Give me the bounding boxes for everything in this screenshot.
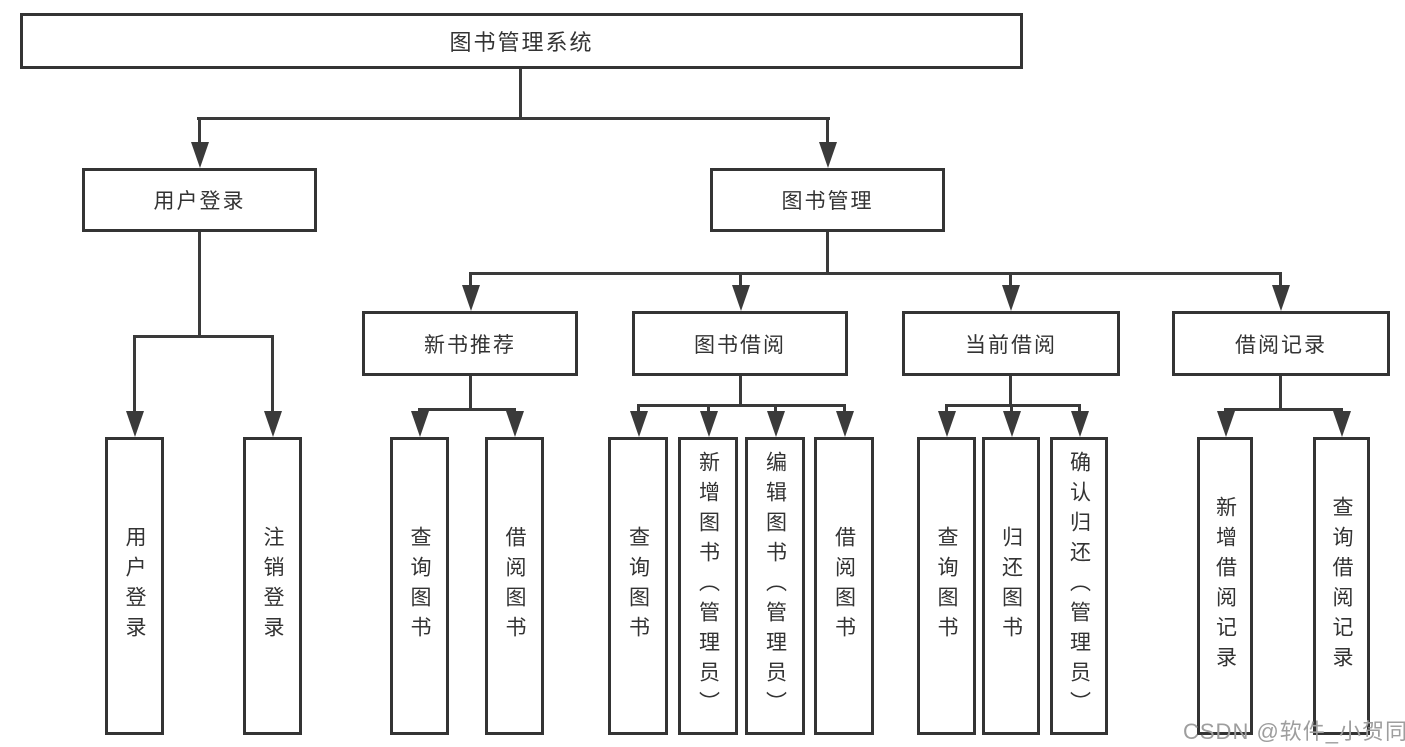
connector-recommend-stem xyxy=(469,376,472,408)
connector-arrow-add-book xyxy=(707,404,710,411)
connector-arrow-leaf-user-login xyxy=(133,335,136,411)
node-label: 确认归还（管理员） xyxy=(1067,451,1091,721)
leaf-add-borrow-record: 新增借阅记录 xyxy=(1197,437,1253,735)
connector-records-stem xyxy=(1279,376,1282,408)
connector-root-stem xyxy=(519,69,522,118)
connector-user-login-rail xyxy=(133,335,274,338)
connector-arrow-current-borrow xyxy=(1009,272,1012,285)
node-label: 借阅记录 xyxy=(1235,333,1327,357)
node-label: 图书管理系统 xyxy=(449,30,594,55)
connector-arrow-book-management xyxy=(826,117,829,142)
connector-arrow-current-query xyxy=(945,404,948,411)
leaf-edit-book-admin: 编辑图书（管理员） xyxy=(745,437,805,735)
leaf-confirm-return-admin: 确认归还（管理员） xyxy=(1050,437,1108,735)
connector-current-rail xyxy=(945,404,1081,407)
node-root-library-management-system: 图书管理系统 xyxy=(20,13,1023,69)
node-label: 借阅图书 xyxy=(832,526,856,646)
leaf-recommend-query-book: 查询图书 xyxy=(390,437,449,735)
leaf-add-book-admin: 新增图书（管理员） xyxy=(678,437,738,735)
connector-arrow-borrow-book xyxy=(843,404,846,411)
csdn-watermark: CSDN @软件_小贺同学 xyxy=(1183,719,1405,744)
connector-records-rail xyxy=(1224,408,1343,411)
node-label: 借阅图书 xyxy=(503,526,526,646)
connector-book-management-stem xyxy=(826,232,829,272)
node-label: 新增借阅记录 xyxy=(1213,496,1237,676)
connector-arrow-borrow-records xyxy=(1279,272,1282,285)
connector-arrow-new-book-recommend xyxy=(469,272,472,285)
node-label: 用户登录 xyxy=(153,190,246,213)
connector-recommend-rail xyxy=(418,408,516,411)
connector-arrow-book-borrow xyxy=(739,272,742,285)
connector-arrow-return-book xyxy=(1010,404,1013,411)
node-label: 查询图书 xyxy=(408,526,431,646)
connector-arrow-query-record xyxy=(1340,408,1343,411)
node-borrow-records: 借阅记录 xyxy=(1172,311,1390,376)
connector-root-rail xyxy=(197,117,830,120)
connector-current-stem xyxy=(1009,376,1012,404)
connector-arrow-add-record xyxy=(1224,408,1227,411)
leaf-recommend-borrow-book: 借阅图书 xyxy=(485,437,544,735)
leaf-borrow-query-book: 查询图书 xyxy=(608,437,668,735)
leaf-logout: 注销登录 xyxy=(243,437,302,735)
node-label: 新增图书（管理员） xyxy=(696,451,720,721)
node-new-book-recommend: 新书推荐 xyxy=(362,311,578,376)
connector-book-management-rail xyxy=(469,272,1281,275)
connector-arrow-user-login xyxy=(198,117,201,142)
node-label: 用户登录 xyxy=(123,526,146,646)
node-book-management: 图书管理 xyxy=(710,168,945,232)
connector-arrow-borrow-query xyxy=(637,404,640,411)
connector-arrow-leaf-logout xyxy=(271,335,274,411)
connector-user-login-stem xyxy=(198,232,201,335)
node-label: 图书借阅 xyxy=(694,333,786,357)
node-label: 新书推荐 xyxy=(424,333,516,357)
leaf-user-login: 用户登录 xyxy=(105,437,164,735)
node-book-borrow: 图书借阅 xyxy=(632,311,848,376)
connector-borrow-stem xyxy=(739,376,742,404)
node-user-login: 用户登录 xyxy=(82,168,317,232)
node-label: 图书管理 xyxy=(781,190,874,213)
node-label: 查询图书 xyxy=(626,526,650,646)
leaf-query-borrow-record: 查询借阅记录 xyxy=(1313,437,1370,735)
node-label: 查询借阅记录 xyxy=(1330,496,1353,676)
node-label: 编辑图书（管理员） xyxy=(763,451,787,721)
node-label: 查询图书 xyxy=(935,526,958,646)
node-label: 当前借阅 xyxy=(965,333,1057,357)
connector-borrow-rail xyxy=(637,404,846,407)
connector-arrow-confirm-return xyxy=(1078,404,1081,411)
node-label: 归还图书 xyxy=(999,526,1023,646)
leaf-current-query-book: 查询图书 xyxy=(917,437,976,735)
connector-arrow-edit-book xyxy=(774,404,777,411)
leaf-return-book: 归还图书 xyxy=(982,437,1040,735)
node-label: 注销登录 xyxy=(261,526,284,646)
leaf-borrow-book: 借阅图书 xyxy=(814,437,874,735)
connector-arrow-recommend-query xyxy=(418,408,421,411)
connector-arrow-recommend-borrow xyxy=(513,408,516,411)
node-current-borrow: 当前借阅 xyxy=(902,311,1120,376)
